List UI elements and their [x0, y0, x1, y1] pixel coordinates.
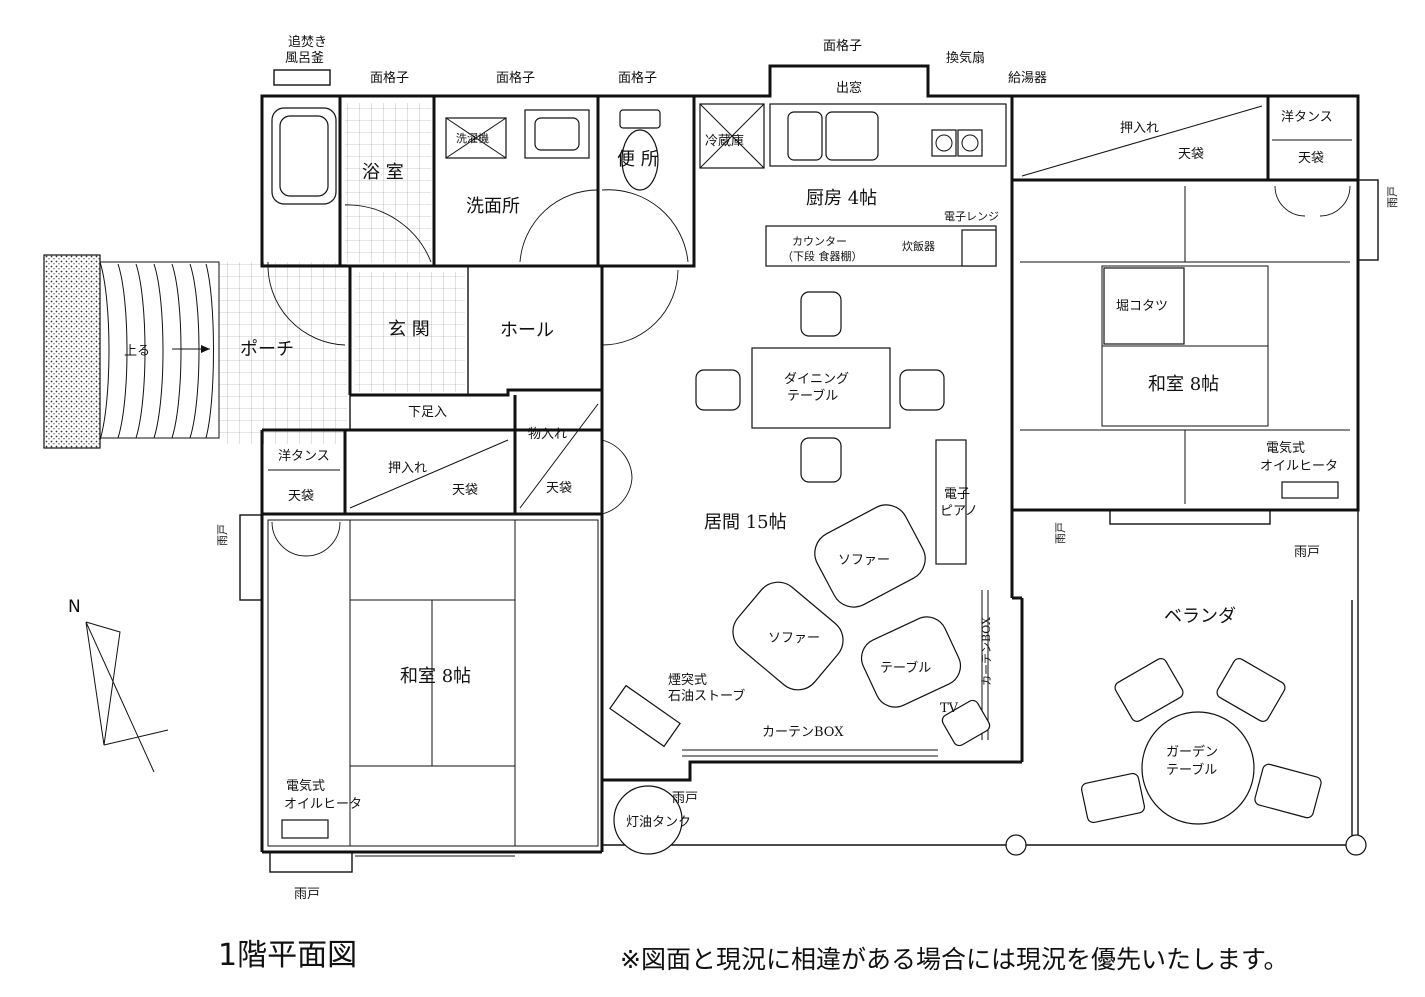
- entry-steps: [43, 254, 220, 449]
- label-kotatsu: 堀コタツ: [1116, 299, 1168, 314]
- label-amado-east: 雨戸: [1386, 186, 1399, 208]
- label-dining-2: テーブル: [787, 388, 838, 404]
- label-curtain-box-h: カーテンBOX: [762, 725, 844, 740]
- label-sofa-1: ソファー: [838, 553, 890, 568]
- room-labels: 浴 室 洗面所 便 所 厨房 4帖 ポーチ 玄 関 ホール 下足入 居間 15帖…: [240, 149, 1236, 687]
- room-hall: ホール: [500, 320, 554, 341]
- label-demado: 出窓: [836, 80, 862, 96]
- label-fridge: 冷蔵庫: [705, 134, 744, 149]
- label-amado-south: 雨戸: [294, 887, 320, 902]
- room-kitchen: 厨房 4帖: [806, 188, 877, 209]
- label-garden-1: ガーデン: [1166, 744, 1218, 760]
- room-washroom: 洗面所: [466, 196, 520, 217]
- plan-title: 1階平面図: [218, 938, 358, 973]
- room-washitsu-east: 和室 8帖: [1148, 374, 1219, 395]
- label-table: テーブル: [880, 660, 931, 676]
- label-heater-east-2: オイルヒータ: [1260, 459, 1338, 474]
- label-piano-2: ピアノ: [940, 504, 978, 519]
- label-piano-1: 電子: [944, 487, 970, 502]
- label-microwave: 電子レンジ: [944, 210, 999, 223]
- plan-note: ※図面と現況に相違がある場合には現況を優先いたします。: [620, 945, 1289, 974]
- room-toilet: 便 所: [617, 149, 659, 170]
- label-oshiire-west: 押入れ: [388, 461, 427, 476]
- label-kyutoki: 給湯器: [1008, 71, 1047, 86]
- room-living: 居間 15帖: [704, 512, 787, 533]
- label-menkoshi-2: 面格子: [496, 70, 535, 86]
- room-washitsu-west: 和室 8帖: [400, 666, 471, 687]
- label-heater-west-1: 電気式: [286, 778, 325, 794]
- garden-set: [1005, 658, 1367, 856]
- label-counter-1: カウンター: [792, 235, 847, 248]
- north-label: N: [68, 597, 81, 617]
- room-bath: 浴 室: [362, 162, 404, 183]
- washitsu-east-tatami: [1020, 186, 1350, 504]
- label-oidaki-1: 追焚き: [288, 34, 327, 50]
- label-wardrobe-west: 洋タンス: [278, 449, 330, 464]
- annotation-labels: 追焚き 風呂釜 面格子 面格子 面格子 面格子 出窓 換気扇 給湯器 洗濯機 冷…: [124, 34, 1399, 902]
- label-stove-1: 煙突式: [668, 672, 707, 688]
- room-veranda: ベランダ: [1164, 606, 1236, 627]
- label-amado-veranda: 雨戸: [1054, 522, 1067, 544]
- label-menkoshi-4: 面格子: [823, 38, 862, 54]
- label-tenbukuro-w1: 天袋: [288, 489, 314, 504]
- room-porch: ポーチ: [240, 339, 294, 360]
- label-wardrobe-east: 洋タンス: [1281, 110, 1333, 125]
- tiled-floors: [219, 103, 465, 444]
- label-tenbukuro-w2: 天袋: [452, 483, 478, 498]
- label-kankisen: 換気扇: [946, 50, 985, 66]
- label-dining-1: ダイニング: [784, 372, 849, 387]
- kerosene-tank: [613, 785, 683, 855]
- label-washing-machine: 洗濯機: [456, 131, 489, 145]
- oil-stove: [609, 684, 681, 748]
- label-rice-cooker: 炊飯器: [902, 239, 935, 253]
- label-amado-west: 雨戸: [216, 524, 229, 546]
- counter-cupboard: [765, 225, 997, 267]
- closet-lines: [268, 105, 1352, 509]
- label-heater-east-1: 電気式: [1266, 440, 1305, 456]
- coffee-table: [860, 616, 962, 708]
- label-tenbukuro-e1: 天袋: [1178, 147, 1204, 162]
- label-oshiire-east: 押入れ: [1120, 121, 1159, 136]
- label-monoire: 物入れ: [528, 427, 567, 442]
- label-curtain-box-v: カーテンBOX: [980, 617, 993, 686]
- label-menkoshi-3: 面格子: [618, 70, 657, 86]
- north-arrow: N: [68, 597, 169, 773]
- label-kerosene: 灯油タンク: [626, 815, 691, 830]
- label-amado-east-south: 雨戸: [1294, 545, 1320, 560]
- electronic-piano: [935, 439, 967, 565]
- label-tenbukuro-e2: 天袋: [1298, 151, 1324, 166]
- washing-machine: [445, 117, 507, 159]
- washitsu-west-tatami: [267, 519, 599, 847]
- sofa-lower: [732, 581, 844, 691]
- label-amado-living: 雨戸: [672, 791, 698, 806]
- room-getabako: 下足入: [408, 405, 447, 420]
- label-tenbukuro-w3: 天袋: [546, 481, 572, 496]
- label-up: 上る: [124, 344, 150, 359]
- tv-stand: [941, 699, 991, 747]
- label-sofa-2: ソファー: [768, 631, 820, 646]
- dining-set: [695, 291, 945, 483]
- walls: [239, 64, 1379, 873]
- kitchen-counter-top: [769, 103, 1007, 167]
- label-stove-2: 石油ストーブ: [668, 688, 745, 704]
- label-menkoshi-1: 面格子: [370, 70, 409, 86]
- label-heater-west-2: オイルヒータ: [284, 797, 362, 812]
- toilet-fixture: [619, 109, 661, 191]
- wash-basin: [524, 109, 590, 159]
- label-tv: TV: [940, 701, 959, 716]
- doors: [267, 185, 1351, 557]
- bathtub: [271, 107, 337, 205]
- label-garden-2: テーブル: [1166, 762, 1217, 778]
- room-entrance: 玄 関: [388, 319, 430, 340]
- sofa-upper: [814, 504, 926, 608]
- fridge: [699, 103, 765, 169]
- label-oidaki-2: 風呂釜: [285, 51, 324, 66]
- label-counter-2: （下段 食器棚）: [782, 249, 863, 263]
